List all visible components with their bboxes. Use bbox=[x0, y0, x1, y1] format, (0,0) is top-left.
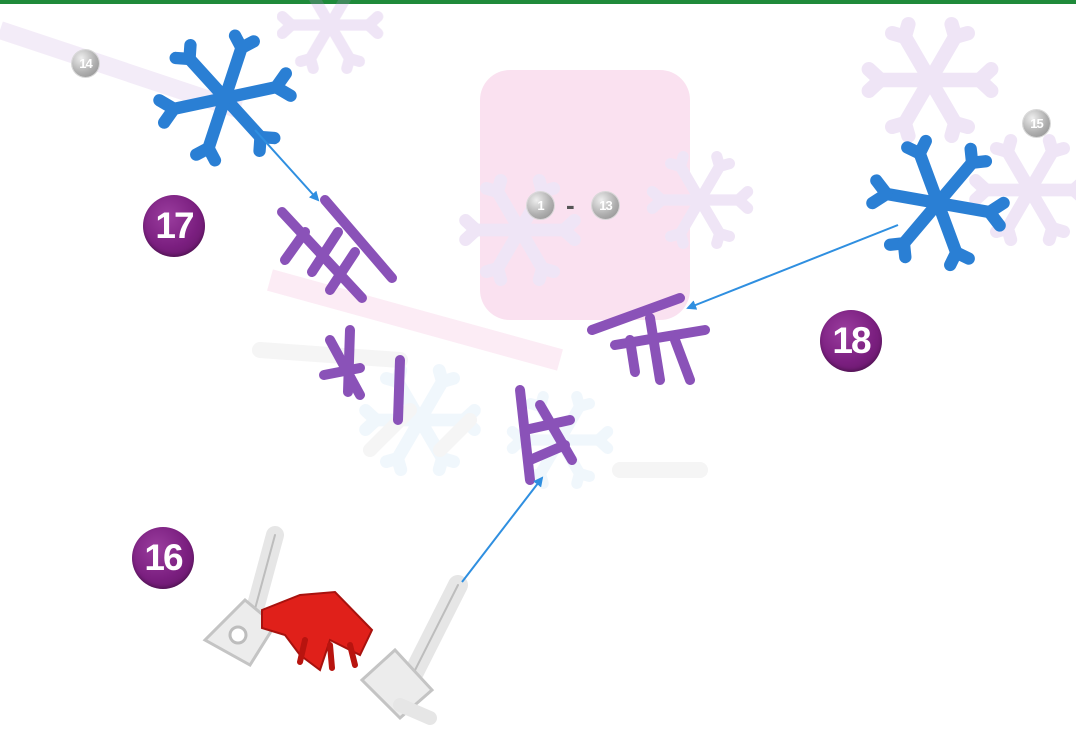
step-number-badge: 16 bbox=[132, 527, 194, 589]
range-end-badge: 13 bbox=[592, 192, 619, 219]
blue-snowflake-connector-icon bbox=[864, 134, 1012, 272]
range-separator: - bbox=[566, 191, 575, 219]
reference-badge-right: 15 bbox=[1023, 110, 1050, 137]
step-number-badge: 18 bbox=[820, 310, 882, 372]
blue-snowflake-connector-icon bbox=[150, 27, 301, 169]
step-number-badge: 17 bbox=[143, 195, 205, 257]
gray-rod-icon bbox=[205, 535, 275, 665]
gray-rod-icon bbox=[362, 585, 458, 718]
red-connector-icon bbox=[262, 592, 372, 670]
range-start-badge: 1 bbox=[527, 192, 554, 219]
reference-badge-left: 14 bbox=[72, 50, 99, 77]
